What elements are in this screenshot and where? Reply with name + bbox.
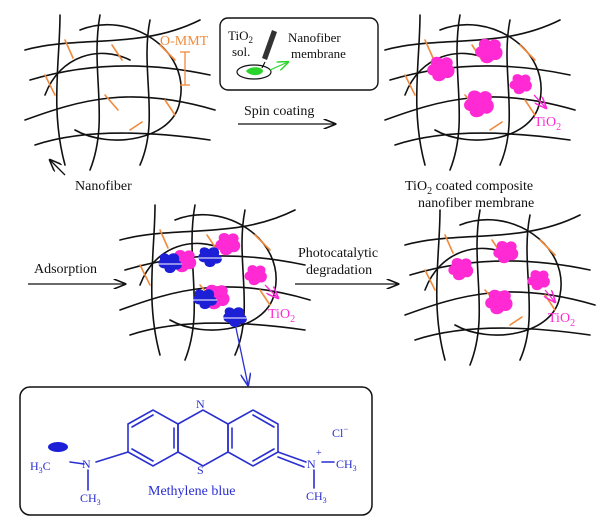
atom-s: S (197, 463, 204, 477)
zoom-arrow (235, 327, 248, 385)
coated-caption-line2: nanofiber membrane (418, 196, 534, 211)
ch3-left: CH3 (80, 491, 101, 507)
nanofiber-label: Nanofiber (75, 179, 132, 194)
plus-charge: + (316, 448, 322, 459)
ch3-bottom: CH3 (306, 489, 327, 505)
photocatalytic-label: Photocatalytic (298, 246, 378, 261)
atom-n-right: N (307, 457, 316, 471)
panel-adsorption (119, 204, 311, 361)
pipette-icon (261, 30, 277, 69)
inset-membrane-label: membrane (291, 46, 346, 61)
inset-nanofiber-label: Nanofiber (288, 30, 341, 45)
tio2-sol-label: TiO2 (228, 28, 253, 45)
nanofiber-pointer (50, 160, 66, 176)
chloride-ion: Cl− (332, 424, 348, 440)
h3c-left: H3C (30, 459, 51, 475)
membrane-dish-icon (236, 64, 272, 80)
sol-label: sol. (232, 44, 250, 59)
methylene-blue-blob-icon (48, 442, 68, 452)
adsorption-label: Adsorption (34, 262, 97, 277)
panel-coated-membrane (384, 14, 576, 171)
tio2-label-2: TiO2 (268, 307, 295, 325)
methylene-blue-label: Methylene blue (148, 484, 235, 499)
methylene-blue-box (19, 386, 373, 516)
atom-n-top: N (196, 397, 205, 411)
tio2-label-1: TiO2 (534, 115, 561, 133)
methylene-blue-structure (69, 409, 335, 491)
tio2-label-3: TiO2 (548, 311, 575, 329)
degradation-label: degradation (306, 263, 372, 278)
ommt-label: O-MMT (160, 34, 209, 49)
panel-degraded (404, 209, 596, 366)
green-drop-icon (246, 67, 263, 76)
spin-coating-label: Spin coating (244, 104, 314, 119)
ch3-right: CH3 (336, 457, 357, 473)
coated-caption-line1: TiO2 coated composite (405, 179, 533, 197)
atom-n-left: N (82, 457, 91, 471)
